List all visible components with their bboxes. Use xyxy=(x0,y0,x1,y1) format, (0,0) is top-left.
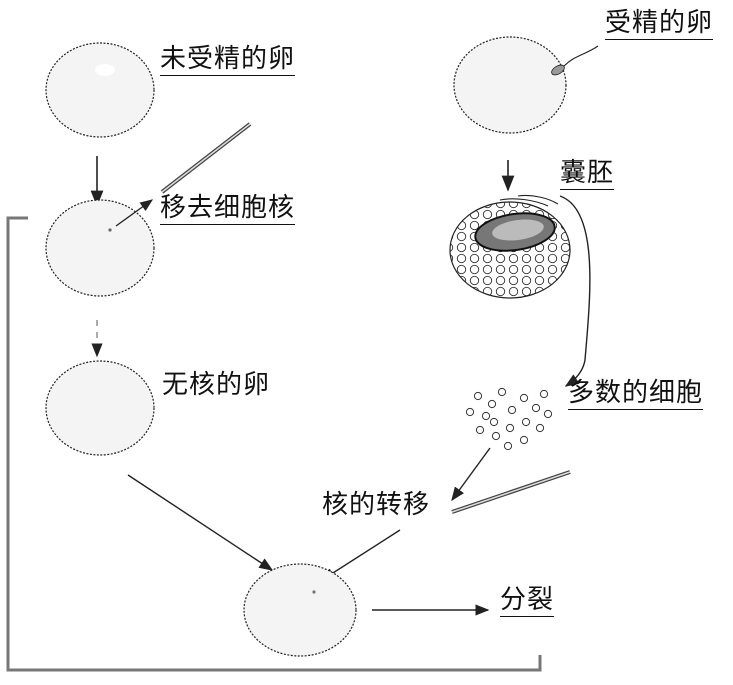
arrow-blastocyst-to-cells xyxy=(559,195,591,387)
enucleated-egg xyxy=(45,360,155,456)
arrow-nucleus-removal xyxy=(115,199,154,227)
label-cleavage: 分裂 xyxy=(500,585,555,617)
transfer-pipette-inner xyxy=(451,471,571,513)
label-unfertilized-egg: 未受精的卵 xyxy=(160,44,296,76)
label-blastocyst: 囊胚 xyxy=(560,158,615,190)
arrow-transfer-to-egg xyxy=(320,529,401,581)
sperm-head xyxy=(551,64,565,76)
label-nuclear-transfer: 核的转移 xyxy=(322,490,431,520)
arrow-enucleated-to-cleaving xyxy=(127,474,274,571)
label-enucleated-egg: 无核的卵 xyxy=(162,370,271,400)
transferred-nucleus xyxy=(312,590,316,594)
arrow-cells-to-transfer xyxy=(451,447,491,502)
nucleus-dot xyxy=(108,228,112,232)
egg-being-enucleated xyxy=(45,199,155,297)
dissection-lines xyxy=(499,194,559,207)
label-many-cells: 多数的细胞 xyxy=(568,378,704,410)
sperm-tail xyxy=(563,45,599,67)
reconstructed-egg xyxy=(243,563,357,657)
fertilized-egg xyxy=(453,36,567,134)
label-remove-nucleus: 移去细胞核 xyxy=(160,193,296,225)
frame-bracket xyxy=(6,216,542,672)
micropipette-inner xyxy=(161,123,251,193)
blastocyst-cavity-inner xyxy=(492,219,544,241)
egg-highlight xyxy=(95,64,115,76)
label-fertilized-egg: 受精的卵 xyxy=(605,8,714,40)
dissociated-cells xyxy=(465,387,553,451)
unfertilized-egg xyxy=(45,42,155,138)
